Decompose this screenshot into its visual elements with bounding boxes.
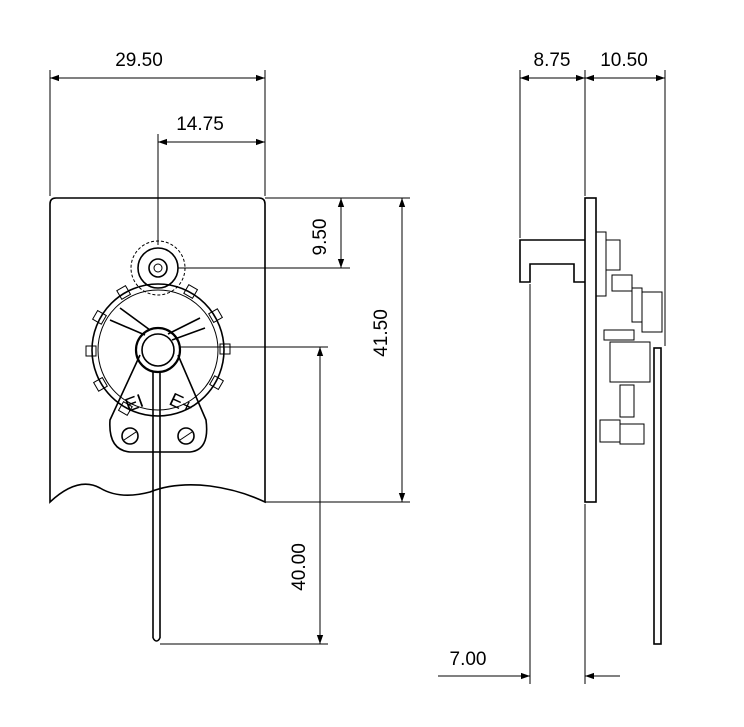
side-shaft — [653, 347, 662, 645]
side-front-knob — [519, 239, 585, 283]
dim-top-width: 29.50 — [49, 50, 266, 196]
dim-pointer-length-label: 40.00 — [289, 543, 310, 591]
dim-side-bottom: 7.00 — [438, 284, 620, 684]
rotor-hub — [134, 326, 182, 374]
dim-side-depths: 8.75 10.50 — [519, 50, 666, 346]
dim-top-width-label: 29.50 — [115, 50, 163, 71]
segment-ring — [85, 283, 231, 417]
bracket-mark-left: EI — [123, 391, 147, 417]
screw-right — [177, 427, 195, 445]
dim-pivot-from-top: 9.50 — [178, 197, 350, 269]
side-view: 8.75 10.50 7.00 — [438, 50, 666, 684]
side-mechanism — [595, 231, 663, 445]
screw-left — [121, 427, 139, 445]
dim-side-bottom-label: 7.00 — [450, 649, 487, 670]
pointer-shaft — [152, 372, 161, 642]
spring-arms — [109, 307, 206, 341]
dim-plate-height-label: 41.50 — [371, 309, 392, 357]
dim-side-front-label: 8.75 — [534, 50, 571, 71]
dim-pivot-from-top-label: 9.50 — [310, 219, 331, 256]
side-plate — [584, 197, 597, 503]
dim-side-rear-label: 10.50 — [600, 50, 648, 71]
dim-pointer-length: 40.00 — [160, 346, 328, 645]
dim-plate-height: 41.50 — [265, 197, 410, 503]
front-view: EI E+ 29.50 — [49, 50, 410, 645]
dim-center-offset: 14.75 — [157, 114, 265, 245]
dim-center-offset-label: 14.75 — [176, 114, 224, 135]
